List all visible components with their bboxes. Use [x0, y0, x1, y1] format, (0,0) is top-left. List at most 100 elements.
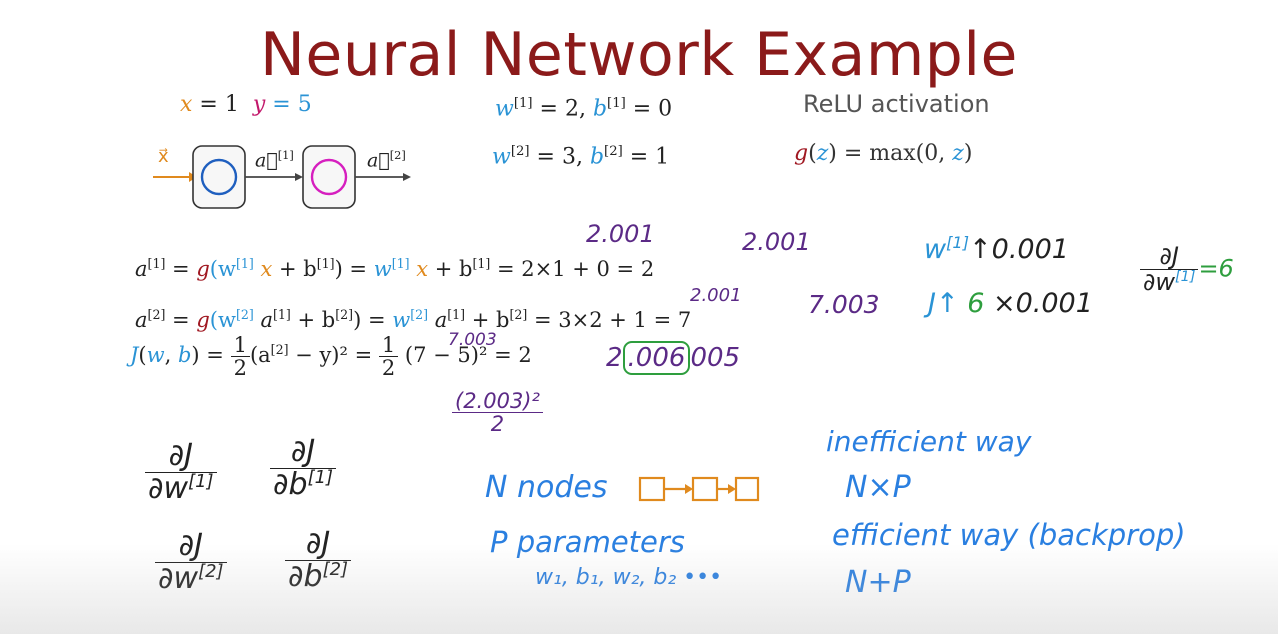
a2-eq-sign: =: [165, 308, 197, 332]
cost-comma: ,: [164, 343, 178, 368]
a2-g: g: [196, 308, 210, 332]
y-var: y: [252, 92, 266, 117]
layer2-node-box: [302, 145, 356, 209]
a1-lhs-sup: [1]: [147, 256, 166, 271]
a1-diagram-symbol: a⃗: [255, 149, 278, 172]
partial-1-num: ∂J: [145, 440, 217, 473]
relu-close: ): [963, 141, 973, 166]
cost-close: ) =: [191, 343, 231, 368]
inputs-line: x = 1 y = 5: [180, 92, 312, 117]
x-var: x: [180, 92, 193, 117]
note-j-six: 6: [967, 288, 985, 319]
a2-lhs: a: [135, 308, 148, 332]
a1-close: ) =: [334, 257, 374, 281]
a1-x: x: [253, 257, 273, 281]
w2-value: = 3,: [529, 144, 583, 170]
a2-diagram-label: a⃗[2]: [367, 148, 406, 171]
a1-b-sup: [1]: [316, 256, 335, 271]
relu-z: z: [816, 141, 829, 166]
annot-a1-top-right: 2.001: [742, 228, 811, 256]
note-j-rest: ×0.001: [992, 288, 1093, 319]
note-w-increase: w[1]↑0.001: [924, 233, 1069, 265]
half2-den: 2: [381, 356, 396, 381]
x-value: = 1: [192, 92, 239, 117]
a1-w2-sup: [1]: [391, 256, 410, 271]
a2-a2: a: [428, 308, 448, 332]
a1-w-sup: [1]: [235, 256, 254, 271]
network-diagram: [153, 145, 411, 209]
partial-dJ-db2: ∂J∂b[2]: [285, 528, 352, 594]
a1-x2: x: [409, 257, 429, 281]
note-p-parameters: P parameters: [490, 525, 685, 559]
annot-j-result-box: .006: [622, 341, 691, 375]
w2-superscript: [2]: [510, 144, 530, 159]
relu-z2: z: [952, 141, 964, 166]
a2-a2-sup: [1]: [447, 307, 466, 322]
cost-sq-sup: [2]: [270, 342, 289, 358]
b2-superscript: [2]: [604, 144, 623, 159]
b2-symbol: b: [589, 144, 605, 170]
annot-j-top: 7.003: [448, 330, 497, 350]
note-w-symbol: w: [924, 234, 947, 265]
partial-4-den: ∂b: [288, 558, 323, 594]
partial-3-den: ∂w: [158, 560, 199, 596]
w1-symbol: w: [495, 96, 514, 122]
relu-g: g: [794, 141, 809, 166]
annot-j-result-post: 005: [690, 343, 741, 373]
param-line-2: w[2] = 3, b[2] = 1: [492, 144, 669, 169]
layer1-node: [200, 158, 238, 196]
note-inefficient: inefficient way: [826, 425, 1032, 458]
cost-w: w: [146, 343, 165, 368]
partial-3-sup: [2]: [198, 560, 224, 582]
b1-value: = 0: [625, 96, 673, 122]
w1-superscript: [1]: [513, 96, 533, 111]
annot-a2-result: 7.003: [808, 290, 880, 319]
a2-plus-b: + b: [290, 308, 336, 332]
equation-a1: a[1] = g(w[1] x + b[1]) = w[1] x + b[1] …: [135, 256, 654, 281]
a1-g: g: [196, 257, 210, 281]
a1-w: w: [373, 257, 392, 281]
partial-2-num: ∂J: [270, 436, 337, 469]
cost-sq-rest: − y)² =: [288, 343, 379, 368]
note-n-nodes: N nodes: [485, 470, 608, 505]
a2-lhs-sup: [2]: [147, 307, 166, 322]
cost-tail: (7 − 5)² = 2: [398, 343, 532, 368]
note-deriv-den: ∂w: [1143, 268, 1176, 297]
a2-w: w: [392, 308, 411, 332]
a2-b-sup: [2]: [335, 307, 354, 322]
cost-sq: (a: [249, 343, 271, 368]
b1-superscript: [1]: [607, 96, 626, 111]
relu-formula: g(z) = max(0, z): [794, 141, 973, 166]
note-w-rest: ↑0.001: [969, 234, 1069, 265]
w2-symbol: w: [492, 144, 511, 170]
relu-label: ReLU activation: [803, 90, 990, 118]
partial-3-num: ∂J: [155, 530, 227, 563]
a1-plus-b: + b: [272, 257, 317, 281]
partial-dJ-dw2: ∂J∂w[2]: [155, 530, 227, 594]
note-deriv-eq: =6: [1198, 254, 1234, 283]
annot-a1-top-left: 2.001: [586, 220, 655, 248]
partial-4-sup: [2]: [322, 558, 349, 580]
a2-a: a: [253, 308, 273, 332]
page-title: Neural Network Example: [260, 20, 1018, 90]
cost-J: J: [130, 343, 139, 368]
half2-num: 1: [378, 334, 399, 358]
a1-plus-b2: + b: [428, 257, 473, 281]
half-num: 1: [230, 334, 250, 358]
a1-diagram-superscript: [1]: [277, 148, 294, 162]
note-param-list: w₁, b₁, w₂, b₂ •••: [535, 565, 723, 590]
partial-dJ-dw1: ∂J∂w[1]: [145, 440, 217, 504]
partial-2-sup: [1]: [307, 466, 334, 488]
b1-symbol: b: [592, 96, 608, 122]
note-inefficient-cost: N×P: [845, 470, 911, 505]
note-deriv-num: ∂J: [1140, 243, 1199, 271]
a2-tail: = 3×2 + 1 = 7: [527, 308, 692, 332]
b2-value: = 1: [622, 144, 670, 170]
a1-tail: = 2×1 + 0 = 2: [490, 257, 655, 281]
hidden-arrowhead: [295, 173, 303, 181]
partial-4-num: ∂J: [285, 528, 352, 561]
